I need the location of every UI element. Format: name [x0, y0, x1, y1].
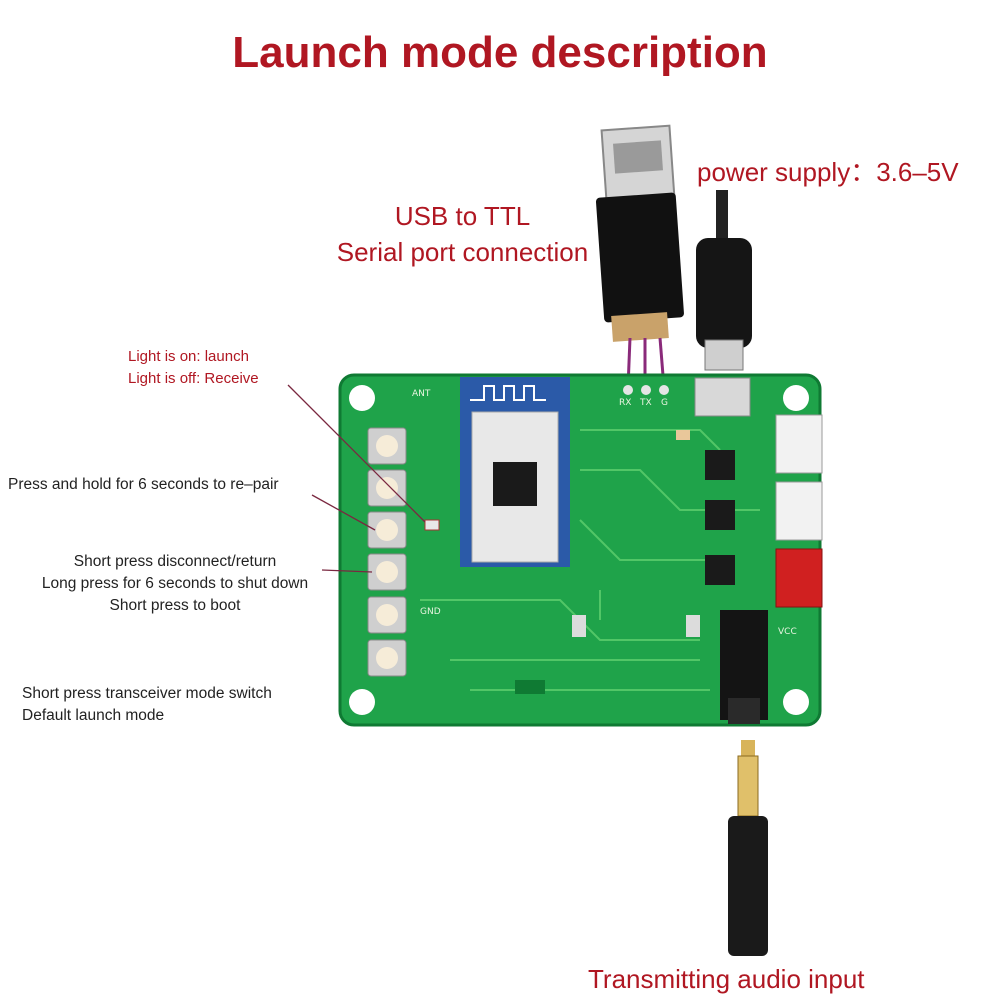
gnd-label: GND [420, 607, 441, 617]
page-title: Launch mode description [232, 28, 768, 77]
light-status-label: Light is on: launch Light is off: Receiv… [128, 346, 259, 390]
push-buttons [367, 427, 407, 677]
power-button-label: Short press disconnect/return Long press… [17, 551, 333, 617]
audio-input-label: Transmitting audio input [588, 964, 865, 994]
power-button-line3: Short press to boot [109, 597, 241, 614]
micro-usb-cable [696, 190, 752, 371]
usb-ttl-line2: Serial port connection [336, 237, 589, 267]
usb-ttl-adapter [595, 124, 684, 342]
ant-label: ANT [412, 389, 431, 399]
usb-ttl-line1: USB to TTL [394, 201, 531, 231]
power-supply-label: power supply：3.6–5V [697, 157, 959, 187]
pointer-lines [287, 384, 426, 573]
pin-label-rx: RX [619, 398, 631, 408]
mode-switch-line2: Default launch mode [22, 707, 165, 724]
pcb-board: RX TX G ANT GND VCC [338, 373, 823, 727]
repair-button-label: Press and hold for 6 seconds to re–pair [8, 476, 279, 493]
usb-ttl-label: USB to TTL Serial port connection [320, 198, 605, 270]
mode-switch-label: Short press transceiver mode switch Defa… [22, 683, 272, 727]
pin-label-tx: TX [639, 398, 652, 408]
light-on-text: Light is on: launch [128, 348, 249, 365]
power-button-line2: Long press for 6 seconds to shut down [41, 575, 309, 592]
mode-switch-line1: Short press transceiver mode switch [22, 685, 272, 702]
vcc-label: VCC [778, 627, 797, 637]
power-button-line1: Short press disconnect/return [73, 553, 277, 570]
light-off-text: Light is off: Receive [128, 370, 259, 387]
pin-label-g: G [661, 398, 668, 408]
audio-plug [728, 740, 768, 956]
